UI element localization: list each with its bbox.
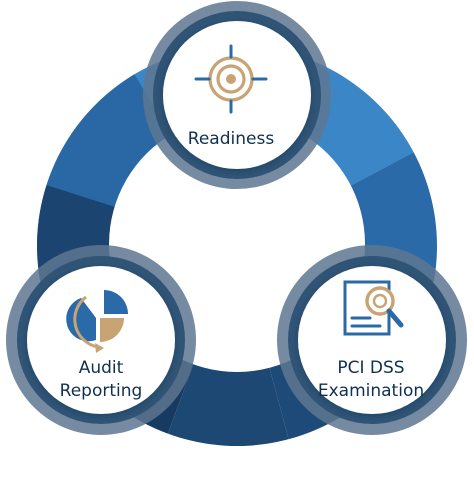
pie-chart-arrow-icon bbox=[66, 290, 128, 353]
stage-label-audit-line1: Audit bbox=[79, 358, 124, 378]
stage-label-pci-dss-line2: Examination bbox=[318, 381, 424, 401]
stage-label-readiness: Readiness bbox=[188, 129, 275, 149]
stage-label-pci-dss-line1: PCI DSS bbox=[337, 358, 404, 378]
node-face bbox=[298, 266, 446, 414]
document-magnifier-icon bbox=[343, 280, 404, 336]
stage-node-readiness: Readiness bbox=[143, 1, 331, 189]
stage-node-audit-reporting: Audit Reporting bbox=[6, 245, 196, 435]
target-crosshair-icon bbox=[194, 44, 268, 114]
node-face bbox=[163, 21, 311, 169]
stage-label-audit-line2: Reporting bbox=[60, 381, 143, 401]
stage-node-pci-dss-examination: PCI DSS Examination bbox=[277, 245, 467, 435]
